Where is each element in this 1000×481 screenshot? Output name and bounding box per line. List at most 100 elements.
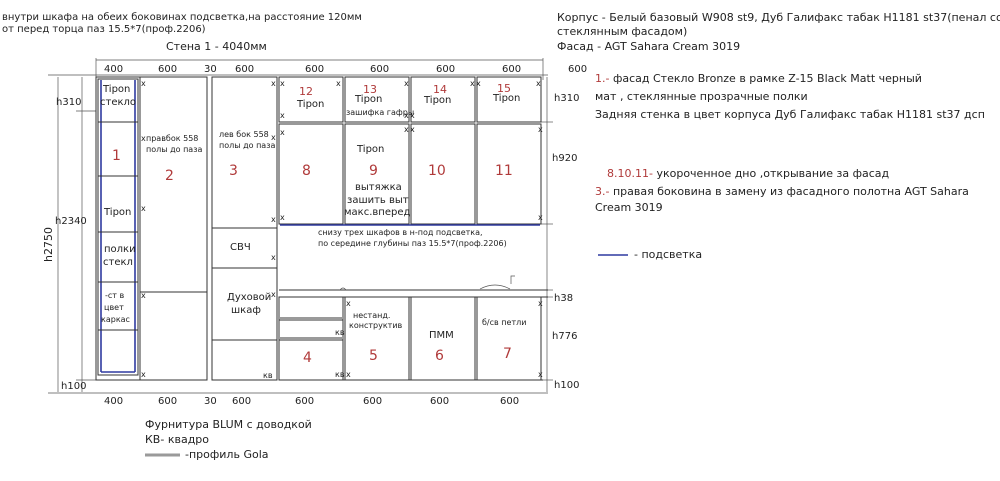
svg-text:600: 600 (502, 64, 521, 75)
note-hardware: Фурнитура BLUM с доводкой (145, 418, 312, 431)
svg-text:x: x (346, 299, 351, 308)
svg-text:h920: h920 (552, 153, 577, 164)
svg-text:Tipon: Tipon (103, 207, 131, 218)
svg-text:x: x (141, 79, 146, 88)
svg-text:600: 600 (500, 396, 519, 407)
svg-text:вытяжка: вытяжка (355, 182, 402, 193)
svg-text:x: x (538, 213, 543, 222)
svg-text:макс.вперед: макс.вперед (344, 207, 410, 218)
svg-text:600: 600 (363, 396, 382, 407)
svg-text:12: 12 (299, 85, 313, 98)
svg-text:шкаф: шкаф (231, 305, 261, 316)
note-3-line2: Cream 3019 (595, 201, 663, 214)
svg-text:1: 1 (112, 148, 121, 164)
svg-text:x: x (271, 79, 276, 88)
svg-text:x: x (404, 111, 409, 120)
svg-text:600: 600 (430, 396, 449, 407)
svg-text:x: x (346, 370, 351, 379)
svg-text:Tipon: Tipon (492, 93, 520, 104)
cabinet-labels: Tipon стекло Tipon полки стекл -ст в цве… (100, 84, 526, 380)
svg-text:8: 8 (302, 163, 311, 179)
dims-left: h310 h2340 h2750 h100 (42, 77, 96, 392)
svg-text:3: 3 (229, 163, 238, 179)
svg-text:x: x (280, 111, 285, 120)
svg-text:600: 600 (305, 64, 324, 75)
svg-text:x: x (476, 79, 481, 88)
note-8-10-11: 8.10.11- укороченное дно ,открывание за … (607, 167, 890, 180)
svg-text:h100: h100 (61, 381, 86, 392)
svg-text:кв: кв (335, 370, 345, 379)
svg-text:2: 2 (165, 168, 174, 184)
svg-text:600: 600 (232, 396, 251, 407)
svg-text:x: x (410, 125, 415, 134)
svg-text:СВЧ: СВЧ (230, 242, 251, 253)
svg-text:400: 400 (104, 64, 123, 75)
note-korpus-1: Корпус - Белый базовый W908 st9, Дуб Гал… (557, 11, 1000, 24)
svg-text:h2340: h2340 (55, 216, 87, 227)
dims-top: 400 600 30 600 600 600 600 600 600 (48, 58, 587, 80)
svg-text:x: x (141, 370, 146, 379)
dims-bottom: 400 600 30 600 600 600 600 600 (48, 392, 548, 407)
svg-text:цвет: цвет (104, 303, 124, 312)
svg-text:кв: кв (335, 328, 345, 337)
svg-text:600: 600 (158, 64, 177, 75)
svg-text:30: 30 (204, 64, 217, 75)
svg-text:h310: h310 (56, 97, 81, 108)
legend-led-label: - подсветка (634, 248, 702, 261)
svg-text:Tipon: Tipon (356, 144, 384, 155)
svg-text:б/св петли: б/св петли (482, 318, 526, 327)
svg-text:600: 600 (158, 396, 177, 407)
svg-text:600: 600 (370, 64, 389, 75)
svg-text:10: 10 (428, 163, 446, 179)
svg-text:x: x (538, 370, 543, 379)
svg-text:полы до паза: полы до паза (146, 145, 202, 154)
svg-text:-ст в: -ст в (105, 291, 124, 300)
svg-text:стекл: стекл (103, 257, 133, 268)
svg-text:30: 30 (204, 396, 217, 407)
svg-text:h310: h310 (554, 93, 579, 104)
module-numbers: 1 2 3 4 5 6 7 8 9 10 11 12 13 14 15 (112, 82, 513, 366)
svg-text:h2750: h2750 (42, 227, 55, 262)
note-back-wall: Задняя стенка в цвет корпуса Дуб Галифак… (595, 108, 985, 121)
note-3: 3.- правая боковина в замену из фасадног… (595, 185, 969, 198)
svg-text:Tipon: Tipon (296, 99, 324, 110)
svg-text:Духовой: Духовой (227, 292, 271, 303)
svg-text:x: x (271, 290, 276, 299)
svg-text:Tipon: Tipon (423, 95, 451, 106)
svg-text:каркас: каркас (101, 315, 130, 324)
svg-text:снизу трех шкафов в н-под подс: снизу трех шкафов в н-под подсветка, (318, 228, 483, 237)
svg-text:600: 600 (568, 64, 587, 75)
svg-text:x: x (538, 125, 543, 134)
svg-text:600: 600 (436, 64, 455, 75)
svg-text:полы до паза: полы до паза (219, 141, 275, 150)
svg-text:x: x (141, 204, 146, 213)
svg-text:7: 7 (503, 346, 512, 362)
svg-text:зашить выт: зашить выт (347, 195, 409, 206)
svg-text:x: x (404, 79, 409, 88)
svg-text:h776: h776 (552, 331, 577, 342)
svg-text:600: 600 (295, 396, 314, 407)
svg-text:13: 13 (363, 83, 377, 96)
svg-text:4: 4 (303, 350, 312, 366)
svg-text:x: x (271, 133, 276, 142)
note-gola: -профиль Gola (185, 448, 269, 461)
svg-text:x: x (410, 111, 415, 120)
svg-text:нестанд.: нестанд. (353, 311, 390, 320)
svg-text:Tipon: Tipon (354, 94, 382, 105)
svg-text:x: x (280, 79, 285, 88)
cabinets (95, 76, 548, 381)
svg-text:зашифка гафры: зашифка гафры (346, 108, 414, 117)
svg-text:Tipon: Tipon (102, 84, 130, 95)
note-1: 1.- фасад Стекло Bronze в рамке Z-15 Bla… (595, 72, 922, 85)
svg-text:полки: полки (104, 244, 136, 255)
wall-title: Стена 1 - 4040мм (166, 40, 267, 53)
svg-text:кв: кв (263, 371, 273, 380)
svg-text:конструктив: конструктив (349, 321, 403, 330)
svg-text:x: x (271, 253, 276, 262)
svg-text:400: 400 (104, 396, 123, 407)
svg-text:x: x (141, 291, 146, 300)
svg-text:x: x (280, 128, 285, 137)
note-kv: КВ- квадро (145, 433, 209, 446)
